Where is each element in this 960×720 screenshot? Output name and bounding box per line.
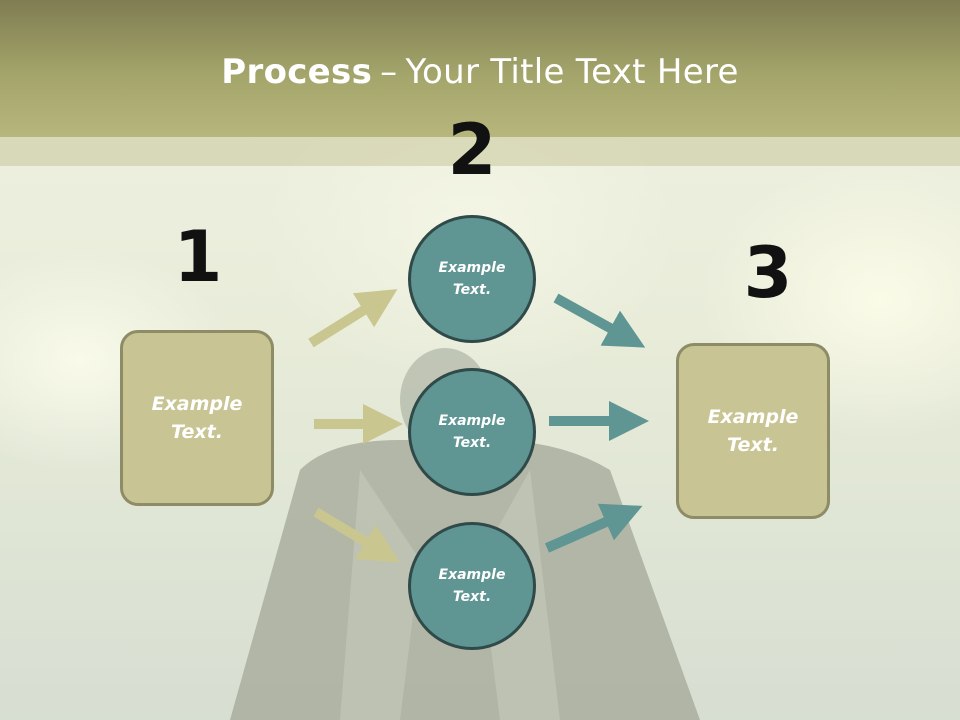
step-1-box: Example Text. (120, 330, 274, 506)
header-strip (0, 137, 960, 166)
arrow-step1-to-circle3 (313, 507, 400, 563)
slide-title: Process–Your Title Text Here (0, 52, 960, 92)
arrow-step1-to-circle1 (308, 289, 398, 348)
header-band (0, 0, 960, 137)
step-3-text: Example Text. (707, 405, 799, 457)
step-number-3: 3 (743, 232, 793, 314)
title-bold: Process (221, 52, 373, 92)
arrow-circle3-to-step3 (544, 503, 643, 553)
middle-circle-3: Example Text. (408, 522, 536, 650)
middle-circle-2: Example Text. (408, 368, 536, 496)
middle-circle-1-text: Example Text. (438, 259, 506, 298)
middle-circle-3-text: Example Text. (438, 566, 506, 605)
step-number-2: 2 (447, 109, 497, 191)
title-dash: – (380, 52, 398, 92)
title-rest: Your Title Text Here (405, 52, 739, 92)
step-number-1: 1 (173, 216, 223, 298)
step-1-text: Example Text. (151, 392, 243, 444)
middle-circle-2-text: Example Text. (438, 412, 506, 451)
step-3-box: Example Text. (676, 343, 830, 519)
middle-circle-1: Example Text. (408, 215, 536, 343)
arrow-circle1-to-step3 (553, 293, 646, 348)
